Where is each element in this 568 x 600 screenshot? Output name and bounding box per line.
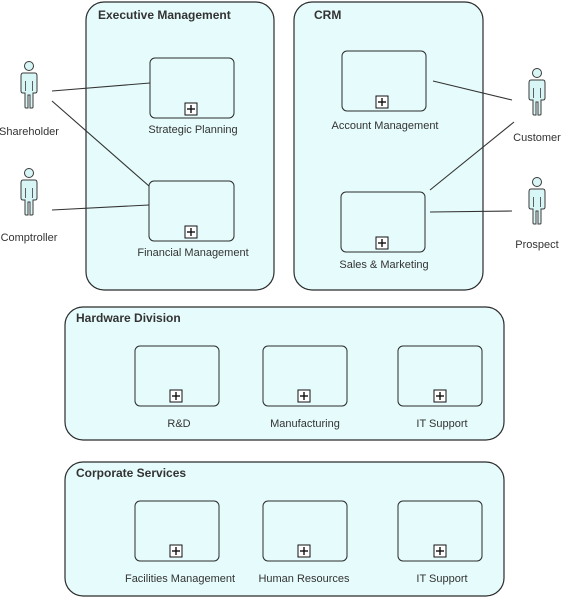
group-title-crm: CRM bbox=[314, 8, 341, 22]
group-title-executive-management: Executive Management bbox=[98, 8, 231, 22]
actor-comptroller[interactable]: Comptroller bbox=[1, 168, 58, 245]
group-title-corporate-services: Corporate Services bbox=[76, 466, 186, 480]
process-financial-management[interactable]: Financial Management bbox=[137, 180, 249, 259]
actor-prospect[interactable]: Prospect bbox=[515, 177, 559, 252]
person-icon bbox=[528, 177, 546, 225]
process-label: Sales & Marketing bbox=[339, 259, 428, 271]
expand-icon[interactable] bbox=[184, 102, 198, 116]
process-label: R&D bbox=[167, 418, 190, 430]
connector-shareholder-financial-management bbox=[51, 100, 150, 187]
connector-account-management-customer bbox=[432, 80, 513, 101]
connector-shareholder-strategic-planning bbox=[51, 82, 151, 92]
actor-label: Customer bbox=[513, 132, 561, 144]
expand-icon[interactable] bbox=[375, 95, 389, 109]
person-icon bbox=[20, 168, 38, 216]
expand-icon[interactable] bbox=[184, 225, 198, 239]
actor-shareholder[interactable]: Shareholder bbox=[0, 61, 59, 139]
group-title-hardware-division: Hardware Division bbox=[76, 311, 181, 325]
expand-icon[interactable] bbox=[433, 544, 447, 558]
process-label: Facilities Management bbox=[125, 573, 235, 585]
process-sales-marketing[interactable]: Sales & Marketing bbox=[339, 191, 429, 271]
person-icon bbox=[20, 61, 38, 109]
expand-icon[interactable] bbox=[375, 236, 389, 250]
process-label: Human Resources bbox=[258, 573, 350, 585]
person-icon bbox=[528, 68, 546, 116]
expand-icon[interactable] bbox=[169, 389, 183, 403]
process-label: Manufacturing bbox=[270, 418, 340, 430]
process-it-support-hardware[interactable]: IT Support bbox=[397, 345, 483, 430]
actor-label: Shareholder bbox=[0, 126, 59, 138]
process-facilities-management[interactable]: Facilities Management bbox=[125, 500, 235, 585]
connector-sales-marketing-customer bbox=[429, 121, 515, 191]
expand-icon[interactable] bbox=[433, 389, 447, 403]
process-rnd[interactable]: R&D bbox=[134, 345, 220, 430]
process-it-support-corporate[interactable]: IT Support bbox=[397, 500, 483, 585]
actor-customer[interactable]: Customer bbox=[513, 68, 561, 145]
expand-icon[interactable] bbox=[169, 544, 183, 558]
expand-icon[interactable] bbox=[297, 544, 311, 558]
expand-icon[interactable] bbox=[297, 389, 311, 403]
process-label: IT Support bbox=[416, 573, 467, 585]
process-label: IT Support bbox=[416, 418, 467, 430]
process-human-resources[interactable]: Human Resources bbox=[258, 500, 350, 585]
connector-comptroller-financial-management bbox=[51, 204, 150, 211]
process-label: Account Management bbox=[331, 120, 438, 132]
actor-label: Comptroller bbox=[1, 232, 58, 244]
process-label: Strategic Planning bbox=[148, 124, 237, 136]
actor-label: Prospect bbox=[515, 239, 558, 251]
process-label: Financial Management bbox=[137, 247, 248, 259]
process-account-management[interactable]: Account Management bbox=[331, 50, 439, 132]
process-manufacturing[interactable]: Manufacturing bbox=[262, 345, 348, 430]
process-strategic-planning[interactable]: Strategic Planning bbox=[148, 57, 238, 136]
connector-sales-marketing-prospect bbox=[429, 210, 513, 213]
